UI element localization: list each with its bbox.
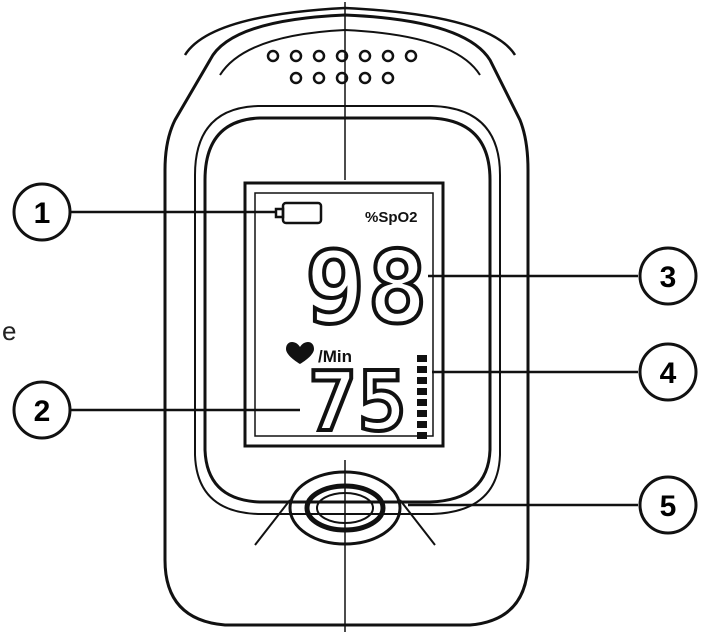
spo2-unit-label: %SpO2 [365,209,418,226]
pulse-bar-segment [417,355,427,362]
callout-2: 2 [12,380,72,440]
speaker-grille [266,49,418,85]
callout-leaders [71,210,638,507]
callout-number: 4 [660,357,677,390]
callout-number: 1 [34,197,51,230]
lcd-screen [243,181,445,448]
pulse-bar-segment [417,377,427,384]
pulse-bar-segment [417,366,427,373]
pulse-bar-segment [417,399,427,406]
callout-1: 1 [12,182,72,242]
callout-4: 4 [638,342,698,402]
callout-3: 3 [638,246,698,306]
callout-number: 2 [34,395,51,428]
pulse-bar-segment [417,421,427,428]
callout-number: 5 [660,490,677,523]
edge-text: e [2,316,16,346]
spo2-value: 98 [305,229,429,346]
pulse-bar-graph [417,355,427,439]
pulse-unit-label: /Min [318,347,352,366]
device-body [163,2,530,632]
callout-5: 5 [638,475,698,535]
power-button[interactable] [288,470,402,546]
heart-icon [286,341,314,364]
pulse-bar-segment [417,388,427,395]
pulse-bar-segment [417,410,427,417]
pulse-bar-segment [417,432,427,439]
pulse-value: 75 [308,355,407,450]
callout-number: 3 [660,261,677,294]
